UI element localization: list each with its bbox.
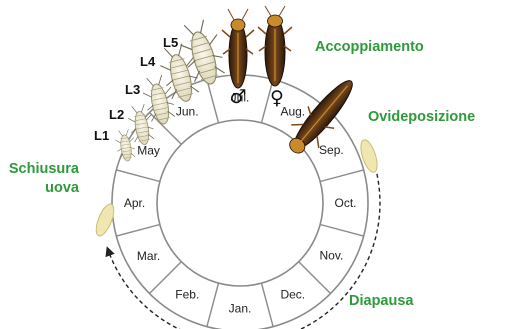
female-symbol: ♀	[270, 87, 284, 109]
stage-label-l3: L3	[125, 82, 140, 97]
stage-label-l1: L1	[94, 128, 109, 143]
month-label-oct: Oct.	[334, 196, 356, 210]
month-label-dec: Dec.	[280, 287, 305, 301]
month-label-sep: Sep.	[319, 143, 344, 157]
month-label-aug: Aug.	[280, 105, 305, 119]
month-label-mar: Mar.	[137, 249, 160, 263]
phase-label-oviposition: Ovideposizione	[368, 109, 475, 125]
month-label-may: May	[137, 143, 160, 157]
month-label-jun: Jun.	[176, 105, 199, 119]
male-symbol: ♂	[229, 86, 246, 108]
stage-label-l4: L4	[140, 54, 156, 69]
phase-label-hatching-1: Schiusura	[9, 161, 80, 177]
stage-label-l5: L5	[163, 35, 178, 50]
month-label-apr: Apr.	[124, 196, 145, 210]
month-label-feb: Feb.	[175, 287, 199, 301]
month-label-jan: Jan.	[229, 302, 252, 316]
adult-insect-icon	[258, 6, 292, 86]
month-label-nov: Nov.	[320, 249, 344, 263]
stage-label-l2: L2	[109, 107, 124, 122]
phase-label-mating: Accoppiamento	[315, 39, 424, 55]
phase-label-hatching-2: uova	[45, 180, 80, 196]
phase-label-diapause: Diapausa	[349, 293, 414, 309]
